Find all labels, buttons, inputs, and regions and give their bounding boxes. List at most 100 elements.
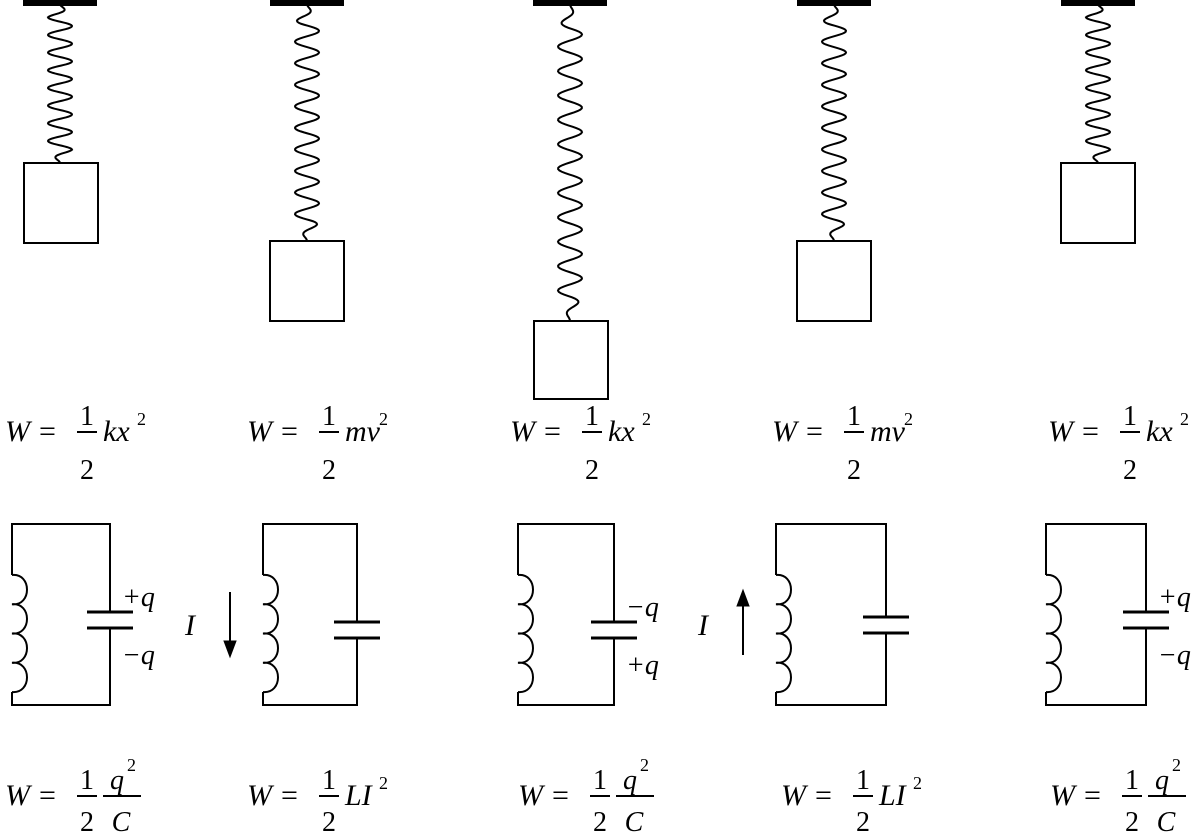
capacitor-charge-bottom: −q	[122, 640, 155, 671]
capacitor-charge-top: −q	[626, 592, 659, 623]
formula-numerator: 1	[856, 765, 870, 796]
formula-variable-w: W	[1050, 779, 1078, 812]
formula-equals: =	[1082, 415, 1099, 448]
mass-block	[797, 241, 871, 321]
lc-circuit-5: +q −q	[1046, 524, 1191, 705]
formula-numerator: 1	[80, 765, 94, 796]
spring-coil	[558, 4, 582, 321]
formula-term: mv	[870, 415, 906, 448]
circuit-wire-bottom	[12, 628, 110, 705]
lc-circuit-4: I	[697, 524, 909, 705]
formula-capacitance: C	[1157, 807, 1176, 833]
formula-charge: q	[110, 765, 124, 796]
formula-denominator: 2	[80, 807, 94, 833]
formula-denominator: 2	[856, 807, 870, 833]
formula-denominator: 2	[322, 455, 336, 486]
formula-variable-w: W	[5, 779, 33, 812]
capacitor-charge-top: +q	[1158, 582, 1191, 613]
formula-term: kx	[103, 415, 130, 448]
formula-numerator: 1	[847, 401, 861, 432]
formula-equals: =	[806, 415, 823, 448]
formula-numerator: 1	[322, 401, 336, 432]
inductor-coil	[12, 575, 27, 692]
capacitor-charge-bottom: −q	[1158, 640, 1191, 671]
circuit-wire-bottom	[1046, 628, 1146, 705]
spring-stage-2	[270, 3, 344, 321]
spring-stage-1	[23, 3, 98, 243]
formula-variable-w: W	[510, 415, 538, 448]
current-label: I	[697, 609, 710, 642]
formula-exponent: 2	[904, 409, 913, 429]
spring-coil	[1086, 4, 1110, 163]
formula-denominator: 2	[322, 807, 336, 833]
formula-denominator: 2	[593, 807, 607, 833]
circuit-wire-top	[518, 524, 614, 622]
formula-numerator: 1	[322, 765, 336, 796]
current-arrow-up-icon	[737, 590, 749, 606]
circuit-wire-bottom	[263, 638, 357, 705]
spring-coil	[295, 4, 319, 241]
formula-equals: =	[552, 779, 569, 812]
formula-equals: =	[281, 415, 298, 448]
formula-denominator: 2	[847, 455, 861, 486]
circuit-wire-bottom	[518, 638, 614, 705]
formula-charge: q	[623, 765, 637, 796]
formula-exponent: 2	[127, 755, 136, 775]
circuit-wire-bottom	[776, 633, 886, 705]
circuit-wire-top	[776, 524, 886, 617]
formula-equals: =	[39, 779, 56, 812]
lc-circuit-3: −q +q	[518, 524, 659, 705]
spring-coil	[48, 4, 72, 163]
lc-circuit-1: +q −q	[12, 524, 155, 705]
formula-exponent: 2	[137, 409, 146, 429]
formula-equals: =	[815, 779, 832, 812]
formula-term: LI	[344, 779, 374, 812]
formula-variable-w: W	[247, 415, 275, 448]
spring-stage-4	[797, 3, 871, 321]
formula-term: kx	[1146, 415, 1173, 448]
formula-denominator: 2	[80, 455, 94, 486]
formula-denominator: 2	[1123, 455, 1137, 486]
formula-variable-w: W	[518, 779, 546, 812]
mass-block	[270, 241, 344, 321]
capacitor-charge-top: +q	[122, 582, 155, 613]
circuit-wire-top	[1046, 524, 1146, 612]
formula-equals: =	[281, 779, 298, 812]
formula-exponent: 2	[1172, 755, 1181, 775]
lc-circuit-2: I	[184, 524, 380, 705]
inductor-coil	[1046, 575, 1061, 692]
capacitor-charge-bottom: +q	[626, 650, 659, 681]
spring-coil	[822, 4, 846, 241]
formula-denominator: 2	[1125, 807, 1139, 833]
formula-variable-w: W	[247, 779, 275, 812]
circuit-wire-top	[263, 524, 357, 622]
formula-exponent: 2	[640, 755, 649, 775]
formula-exponent: 2	[379, 409, 388, 429]
formula-term: kx	[608, 415, 635, 448]
spring-stage-5	[1061, 3, 1135, 243]
formula-numerator: 1	[1123, 401, 1137, 432]
formula-charge: q	[1155, 765, 1169, 796]
mass-block	[24, 163, 98, 243]
formula-capacitance: C	[112, 807, 131, 833]
formula-equals: =	[1084, 779, 1101, 812]
formula-capacitance: C	[625, 807, 644, 833]
formula-term: LI	[878, 779, 908, 812]
formula-variable-w: W	[781, 779, 809, 812]
inductor-coil	[776, 575, 791, 692]
formula-numerator: 1	[585, 401, 599, 432]
formula-exponent: 2	[379, 773, 388, 793]
formula-numerator: 1	[1125, 765, 1139, 796]
formula-exponent: 2	[642, 409, 651, 429]
formula-variable-w: W	[772, 415, 800, 448]
